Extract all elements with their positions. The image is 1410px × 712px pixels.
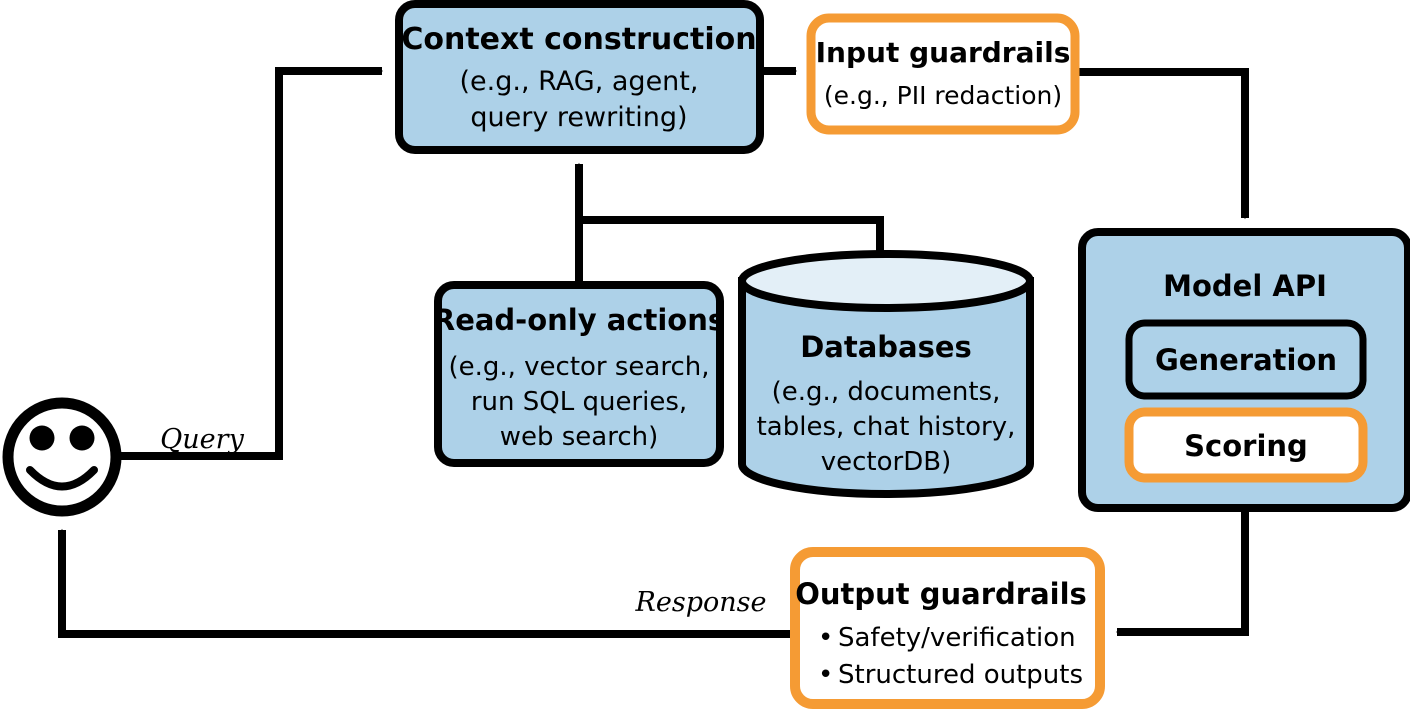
input-guardrails-title: Input guardrails: [816, 36, 1071, 69]
databases-subtitle-line-3: vectorDB): [821, 447, 951, 477]
edge-label-query: Query: [160, 424, 244, 455]
output-guardrails-bullet-1: Safety/verification: [838, 623, 1076, 653]
read-only-actions-subtitle-line-1: (e.g., vector search,: [448, 352, 709, 382]
edge-label-response: Response: [635, 587, 767, 618]
databases-title: Databases: [800, 330, 972, 364]
output-guardrails-bullet-glyph-2: •: [818, 660, 833, 690]
model-api-title: Model API: [1163, 269, 1327, 303]
node-output-guardrails[interactable]: Output guardrails • Safety/verification …: [790, 547, 1105, 709]
model-api-scoring-label: Scoring: [1184, 429, 1308, 463]
smiley-face-icon: [2, 397, 122, 517]
edge-databases-to-context-construction: [579, 216, 884, 258]
databases-cylinder-body[interactable]: [738, 277, 1034, 498]
databases-subtitle-line-2: tables, chat history,: [757, 412, 1016, 442]
connectors-layer: [58, 67, 1249, 638]
node-context-construction[interactable]: Context construction (e.g., RAG, agent, …: [395, 0, 764, 154]
edge-model-api-to-output-guardrails: [1115, 508, 1249, 636]
databases-cylinder-top: [738, 250, 1034, 312]
smiley-eye-left-icon: [29, 425, 55, 451]
output-guardrails-title: Output guardrails: [795, 577, 1087, 611]
context-construction-title: Context construction: [401, 22, 756, 57]
user-node: [2, 397, 122, 517]
context-construction-subtitle-line-1: (e.g., RAG, agent,: [460, 66, 699, 97]
node-input-guardrails[interactable]: Input guardrails (e.g., PII redaction): [806, 13, 1080, 135]
node-read-only-actions[interactable]: Read-only actions (e.g., vector search, …: [433, 281, 725, 467]
model-api-scoring-box[interactable]: [1124, 407, 1368, 483]
databases-subtitle-line-1: (e.g., documents,: [772, 377, 1001, 407]
context-construction-box[interactable]: [395, 0, 764, 154]
edge-user-to-context-construction: [110, 67, 384, 460]
output-guardrails-box[interactable]: [790, 547, 1105, 709]
input-guardrails-box[interactable]: [806, 13, 1080, 135]
edge-output-guardrails-to-user: [58, 528, 792, 638]
model-api-generation-label: Generation: [1155, 343, 1337, 377]
output-guardrails-bullet-2: Structured outputs: [838, 660, 1083, 690]
read-only-actions-box[interactable]: [434, 281, 724, 467]
read-only-actions-title: Read-only actions: [433, 303, 725, 337]
output-guardrails-bullet-glyph-1: •: [818, 623, 833, 653]
model-api-generation-box[interactable]: [1125, 319, 1367, 400]
read-only-actions-subtitle-line-3: web search): [500, 422, 659, 452]
node-databases[interactable]: Databases (e.g., documents, tables, chat…: [738, 250, 1034, 498]
smiley-eye-right-icon: [69, 425, 95, 451]
node-model-api[interactable]: Model API Generation Scoring: [1078, 228, 1410, 512]
input-guardrails-subtitle-line-1: (e.g., PII redaction): [824, 81, 1062, 110]
edge-input-guardrails-to-model-api: [1075, 68, 1249, 220]
read-only-actions-subtitle-line-2: run SQL queries,: [471, 387, 687, 417]
context-construction-subtitle-line-2: query rewriting): [470, 102, 687, 133]
smiley-mouth-icon: [26, 466, 98, 491]
